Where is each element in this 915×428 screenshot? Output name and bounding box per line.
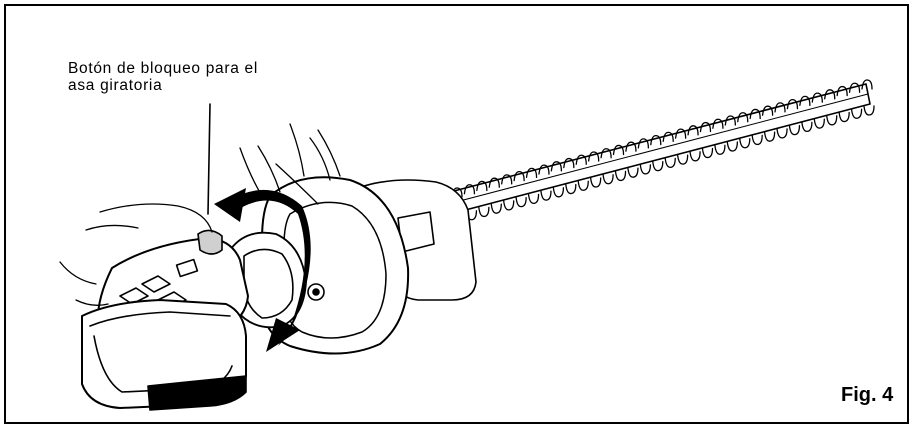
blade-tooth [515, 196, 527, 208]
blade-tooth [627, 167, 639, 178]
blade-tooth [801, 121, 813, 133]
blade-tooth [701, 147, 714, 159]
blade-tooth [590, 177, 602, 188]
blade-tooth [503, 200, 515, 211]
blade-tooth [575, 154, 587, 165]
blade-tooth [836, 85, 848, 97]
blade-tooth [799, 95, 811, 107]
blade-tooth [588, 151, 600, 162]
blade-tooth [552, 187, 565, 198]
blade-tooth [577, 180, 589, 191]
blade-tooth [689, 151, 701, 162]
blade-tooth [540, 190, 552, 201]
blade-tooth [850, 108, 863, 119]
blade-tooth [826, 115, 838, 126]
blade-tooth [712, 118, 724, 129]
blade-tooth [664, 157, 676, 169]
blade-tooth [763, 131, 776, 142]
blade-tooth [612, 144, 625, 156]
blade-tooth [863, 105, 875, 116]
blade-tooth [478, 206, 490, 218]
blade-tooth [726, 141, 738, 152]
blade-tooth [538, 164, 550, 175]
blade-tooth [749, 108, 761, 120]
blade-tooth [652, 160, 664, 172]
blade-tooth [650, 134, 662, 146]
blade-teeth-top [451, 79, 873, 198]
blade-tooth [676, 154, 689, 165]
blade-teeth-bottom [453, 105, 875, 224]
callout-line-2: asa giratoria [68, 77, 163, 94]
lock-button [197, 229, 223, 255]
blade-tooth [501, 174, 513, 185]
blade-tooth [687, 125, 699, 136]
blade-tooth [774, 102, 786, 113]
blade-tooth [513, 170, 525, 182]
blade-tooth [699, 121, 712, 133]
blade-tooth [637, 138, 650, 149]
blade-tooth [739, 138, 751, 149]
blade-tooth [824, 89, 836, 100]
blade-tooth [811, 92, 823, 103]
blade-tooth [751, 134, 763, 146]
blade-tooth [761, 105, 774, 116]
blade-tooth [861, 79, 873, 90]
blade-tooth [527, 193, 540, 205]
blade-tooth [463, 184, 476, 195]
blade-tooth [714, 144, 726, 155]
battery-base [147, 375, 247, 411]
blade-tooth [788, 124, 801, 136]
blade-tooth [488, 177, 500, 188]
blade-tooth [490, 203, 502, 214]
blade-tooth [776, 128, 788, 139]
blade-tooth [614, 170, 627, 182]
blade-tooth [737, 112, 749, 123]
callout-line-1: Botón de bloqueo para el [68, 60, 259, 77]
figure-label: Fig. 4 [841, 384, 894, 406]
blade-tooth [525, 167, 538, 179]
rotation-arrow-icon [214, 188, 311, 352]
blade-tooth [662, 131, 674, 143]
blade-tooth [813, 118, 825, 129]
blade-tooth [724, 115, 736, 126]
blade-tooth [786, 98, 799, 110]
blade-tooth [838, 111, 850, 123]
blade-tooth [625, 141, 637, 152]
blade-tooth [600, 148, 612, 159]
blade-tooth [674, 128, 687, 139]
blade-bar [449, 79, 875, 224]
blade-tooth [565, 183, 577, 195]
lock-button-callout: Botón de bloqueo para el asa giratoria [68, 60, 258, 94]
blade-tooth [563, 157, 575, 169]
blade-tooth [848, 82, 861, 93]
blade-tooth [639, 164, 652, 175]
operator-hands [59, 123, 341, 306]
blade-tooth [476, 180, 488, 192]
callout-leader-line [207, 103, 211, 215]
blade-tooth [550, 161, 563, 172]
blade-tooth [602, 174, 614, 185]
